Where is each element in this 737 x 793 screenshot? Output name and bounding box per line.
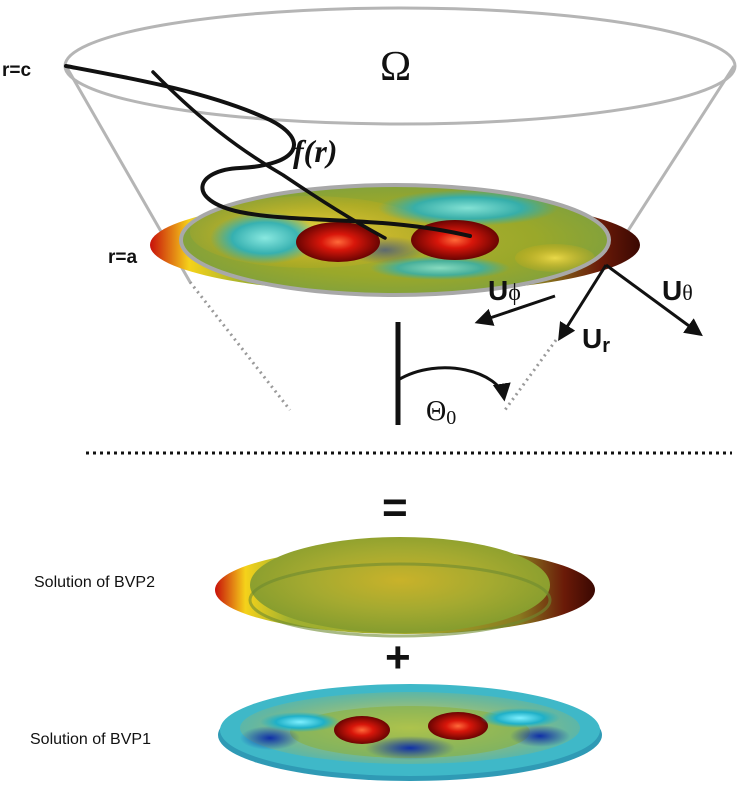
bvp2-surface: [215, 537, 595, 638]
bvp1-blue-center: [365, 736, 455, 760]
r-a-label: r=a: [108, 247, 137, 268]
theta-zero-label: Θ0: [426, 396, 456, 429]
surface-boundary-ellipse: [179, 183, 611, 297]
bvp1-red-peak-right: [428, 712, 488, 740]
bvp1-red-peak-left: [334, 716, 390, 744]
f-curve-straight: [151, 70, 387, 240]
omega-label: Ω: [380, 44, 411, 90]
surface-cyan-top: [378, 190, 558, 226]
surface-cyan-left: [210, 212, 320, 264]
bvp1-cyan-left: [260, 712, 340, 732]
bvp1-surface: [218, 684, 602, 781]
u-theta-label: Uθ: [662, 275, 693, 306]
f-curve-wavy: [64, 64, 472, 238]
vectors: [395, 263, 703, 425]
bvp1-label: Solution of BVP1: [30, 731, 151, 748]
u-r-line: [558, 264, 608, 342]
bvp1-cyan-right: [480, 708, 560, 728]
surface-yellow-ridge: [515, 244, 595, 272]
u-phi-label: Uϕ: [488, 275, 521, 306]
theta-arc-arrow: [397, 366, 511, 402]
bvp2-surface-top: [250, 537, 550, 633]
main-surface: [150, 183, 640, 297]
f-curves: [64, 64, 472, 240]
cone-left-dotted: [188, 281, 292, 411]
equals-sign: =: [382, 483, 408, 532]
f-r-label: f(r): [293, 133, 337, 169]
bvp2-surface-rim: [248, 562, 552, 638]
cone-right-dotted: [503, 339, 558, 411]
plus-sign: +: [385, 633, 411, 682]
bvp2-label: Solution of BVP2: [34, 574, 155, 591]
u-theta-line: [605, 263, 703, 337]
r-c-label: r=c: [2, 60, 31, 81]
u-r-label: Ur: [582, 323, 610, 357]
u-phi-line: [474, 294, 556, 326]
bvp1-blue-right: [510, 725, 570, 747]
surface-red-peak-left: [296, 222, 380, 262]
bvp1-blue-left: [240, 726, 300, 750]
